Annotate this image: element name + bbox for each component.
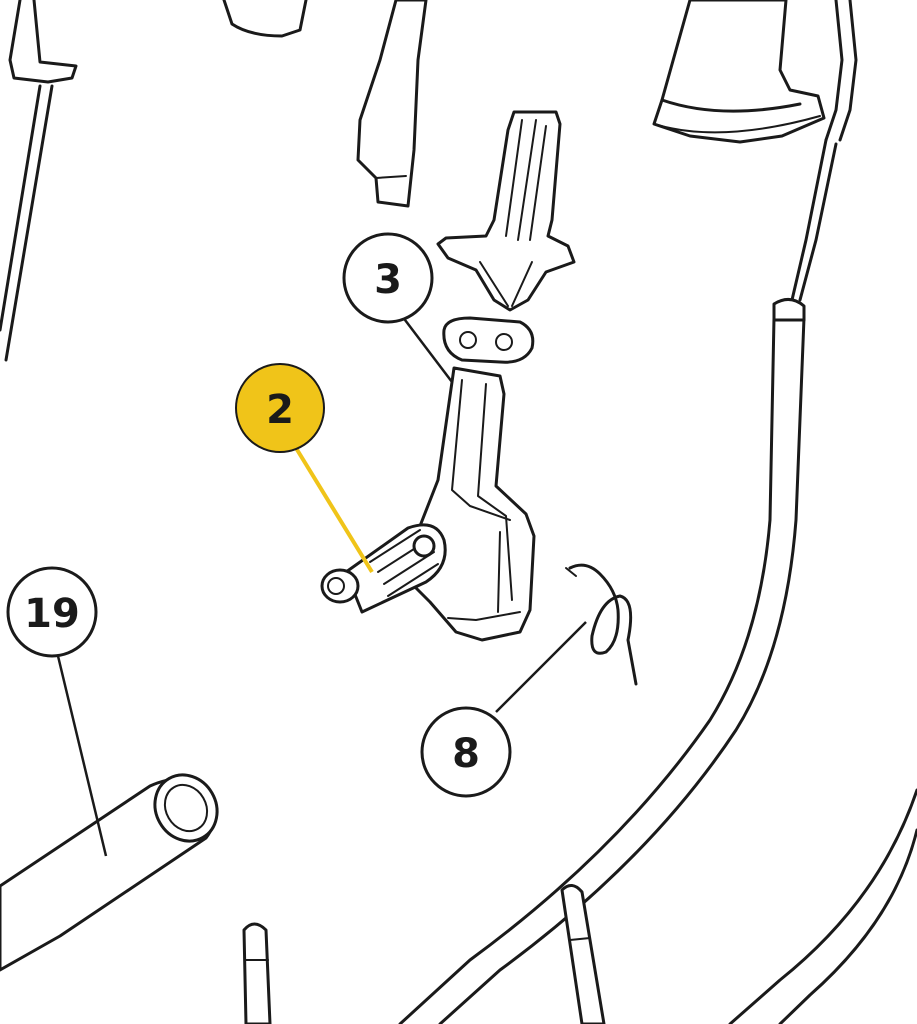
part-top-left-rod [0, 0, 78, 362]
callout-19[interactable]: 19 [6, 566, 98, 658]
leader-line-3 [401, 315, 453, 383]
part-main-lever [414, 366, 536, 642]
callout-2-circle [235, 363, 325, 453]
callout-19-label: 19 [24, 591, 80, 637]
part-bottom-pin-middle [560, 884, 606, 1024]
part-3-linkage [436, 110, 576, 364]
callout-3-circle [342, 232, 434, 324]
leader-line-19 [56, 655, 108, 857]
callout-8[interactable]: 8 [420, 706, 512, 798]
leader-line-8 [495, 621, 587, 713]
callout-3-label: 3 [374, 257, 402, 303]
part-handle-grip [652, 0, 858, 144]
part-2-pin [320, 523, 447, 614]
callout-2[interactable]: 2 [235, 363, 325, 453]
part-8-spring [565, 563, 638, 686]
part-bottom-right-tube [728, 788, 917, 1024]
callout-8-label: 8 [452, 731, 480, 777]
part-top-blade [356, 0, 428, 208]
part-19-tube [0, 773, 219, 972]
callout-2-label: 2 [266, 387, 294, 433]
part-bottom-pin-left [242, 922, 272, 1024]
part-top-block [222, 0, 308, 38]
leader-line-2 [294, 446, 374, 574]
callout-3[interactable]: 3 [342, 232, 434, 324]
callout-8-circle [420, 706, 512, 798]
callout-19-circle [6, 566, 98, 658]
